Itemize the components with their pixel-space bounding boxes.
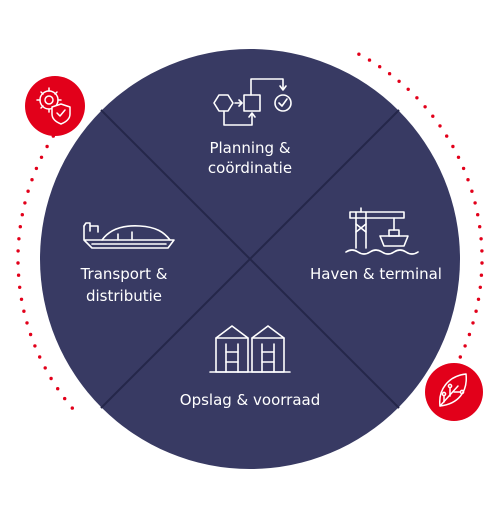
arc-dot [471,321,475,325]
arc-dot [56,387,60,391]
arc-dot [25,321,29,325]
arc-dot [406,87,410,92]
arc-dot [476,213,480,217]
arc-dot [445,134,449,138]
arc-dot [43,366,47,370]
arc-dot [478,225,482,229]
arc-dot [28,332,33,337]
segment-left-label-line1: Transport & [80,265,168,283]
arc-dot [22,309,26,313]
arc-dot [458,355,462,359]
arc-dot [26,189,30,193]
gear-shield-icon [36,87,71,125]
arc-dot [480,249,484,253]
segment-bottom-label: Opslag & voorraad [180,391,320,409]
arc-dot [16,249,20,253]
arc-dot [387,72,392,76]
arc-dot [478,285,482,289]
dotted-arc-left [16,134,75,410]
arc-dot [38,355,42,359]
arc-dot [45,144,49,149]
arc-dot [49,376,53,381]
arc-dot [33,344,37,348]
circuit-leaf-icon [439,373,467,407]
arc-dot [367,58,372,62]
circuit-leaf-badge [425,363,483,421]
ship-icon [83,222,175,249]
divider-line [100,109,400,409]
segment-top-label-line1: Planning & [209,139,290,157]
port-crane-icon [345,207,419,255]
workflow-icon [213,78,292,126]
arc-dot [474,309,478,313]
segment-top-label-line2: coördinatie [208,159,292,177]
arc-dot [18,225,22,229]
arc-dot [415,96,419,100]
arc-dot [18,285,22,289]
arc-dot [473,201,477,205]
arc-dot [397,79,401,84]
arc-dot [23,201,27,205]
arc-dot [479,237,483,241]
arc-dot [30,178,34,182]
segment-left-label-line2: distributie [86,287,162,305]
arc-dot [70,406,75,410]
arc-dot [16,261,20,265]
arc-dot [451,144,455,149]
arc-dot [480,261,484,265]
arc-dot [470,189,474,193]
arc-dot [431,114,435,118]
arc-dot [461,166,466,171]
arc-dot [463,344,467,348]
arc-dot [467,332,472,337]
arc-dot [17,237,21,241]
arc-dot [378,65,382,69]
arc-dot [20,213,24,217]
arc-dot [357,52,361,56]
arc-dot [39,155,44,159]
arc-dot [476,297,481,301]
arc-dot [423,105,427,109]
arc-dot [438,124,442,128]
arc-dot [16,273,21,277]
arc-dot [466,178,470,182]
dotted-arc-right [357,52,484,359]
arc-dot [19,297,24,301]
arc-dot [62,396,67,401]
silo-icon [209,325,291,373]
arc-dot [479,273,484,277]
segment-right-label: Haven & terminal [310,265,442,283]
arc-dot [34,166,39,171]
arc-dot [456,155,461,159]
gear-shield-badge [25,76,85,136]
